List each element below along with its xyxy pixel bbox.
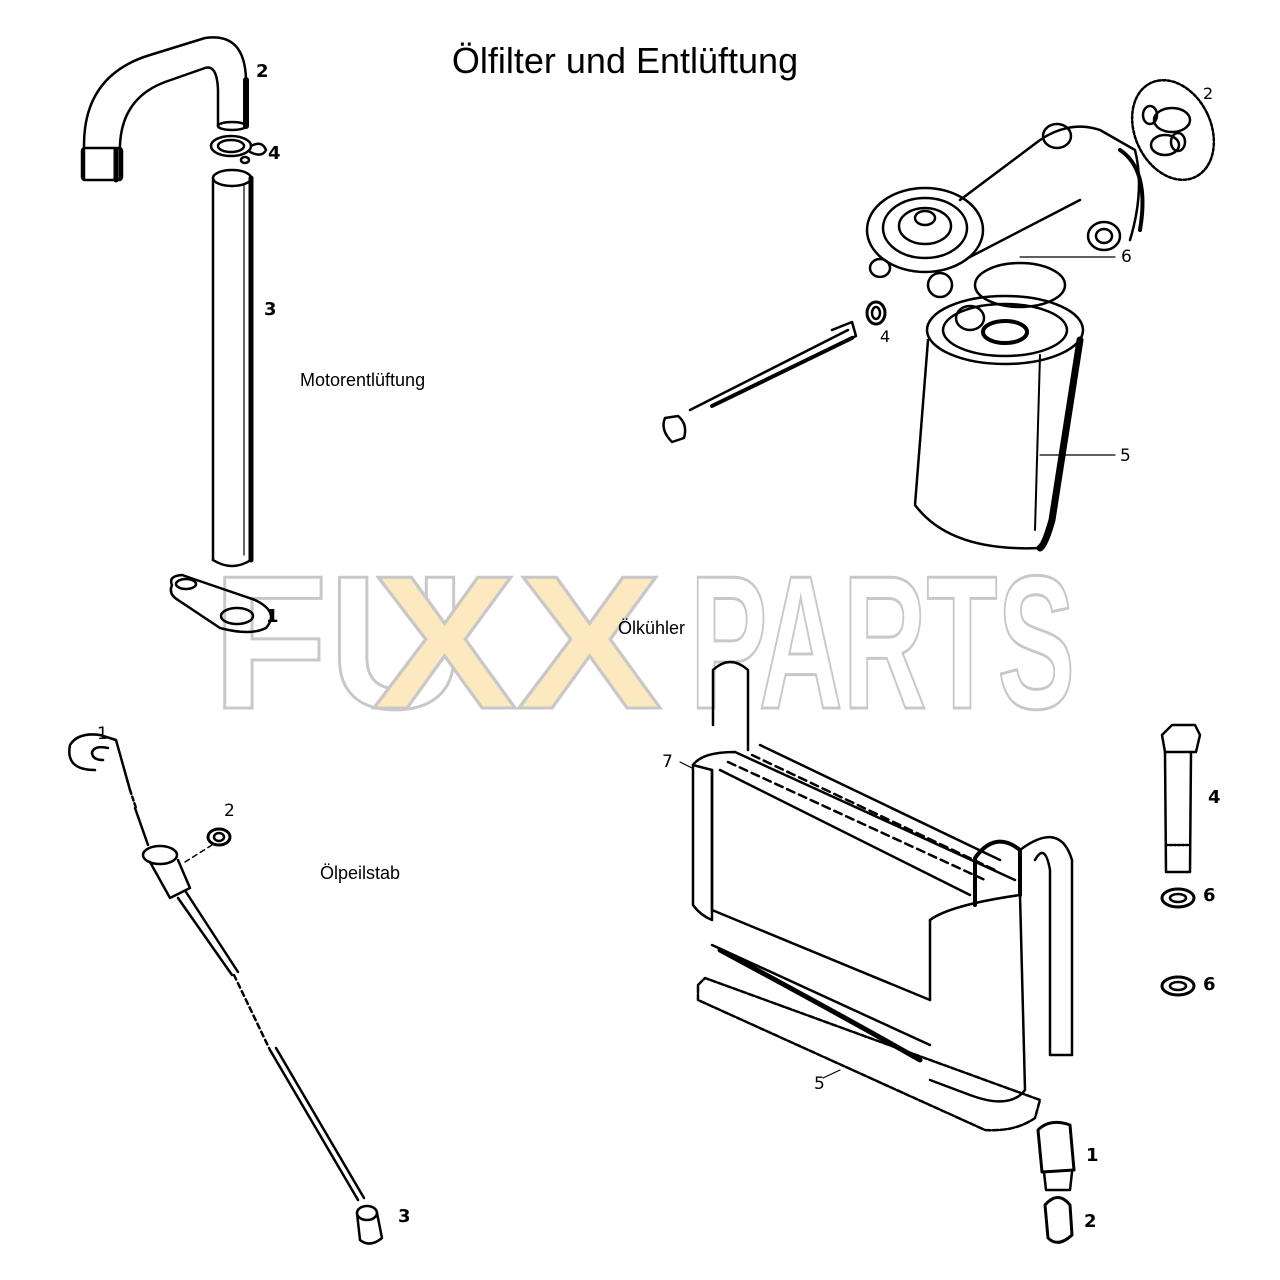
- callout-hex-fitting: 1: [1086, 1145, 1099, 1166]
- group-label-oelpeilstab: Ölpeilstab: [320, 863, 401, 883]
- filter-head-housing[interactable]: [865, 122, 1145, 332]
- callout-dipstick-cap: 3: [398, 1206, 411, 1227]
- page-title: Ölfilter und Entlüftung: [451, 40, 799, 81]
- group-label-oelkuehler: Ölkühler: [618, 618, 686, 638]
- washer-6a[interactable]: [1160, 887, 1196, 909]
- callout-gasket-flange: 1: [266, 606, 279, 627]
- breather-pipe[interactable]: [211, 168, 254, 568]
- callout-filter-head: 6: [1121, 247, 1132, 267]
- cooler-gasket[interactable]: [696, 976, 1042, 1132]
- callout-filter-cartridge: 5: [1120, 446, 1131, 466]
- leader-line-5-cooler: [822, 1069, 841, 1079]
- callout-dipstick-seal: 2: [224, 801, 235, 821]
- callout-breather-pipe: 3: [264, 299, 277, 320]
- long-bolt[interactable]: [662, 320, 858, 444]
- dipstick-seal-ring[interactable]: [206, 827, 232, 847]
- callout-cooler-core: 7: [662, 752, 673, 772]
- breather-hose-bent[interactable]: [80, 36, 249, 183]
- dipstick-seal-leader: [184, 844, 213, 863]
- callout-cone-nipple: 2: [1084, 1211, 1097, 1232]
- group-label-motorentlueftung: Motorentlüftung: [300, 370, 426, 390]
- leader-line-7: [679, 761, 693, 769]
- callout-hex-bolt: 4: [1208, 787, 1221, 808]
- gasket-flange[interactable]: [169, 573, 273, 634]
- oil-filter-cartridge[interactable]: [913, 294, 1085, 552]
- callout-breather-hose: 2: [256, 61, 269, 82]
- callout-cooler-gasket: 5: [814, 1074, 825, 1094]
- dipstick-cap[interactable]: [355, 1204, 384, 1245]
- callout-washer-6b: 6: [1203, 974, 1216, 995]
- washer-small[interactable]: [865, 300, 887, 326]
- oil-cooler-core[interactable]: [691, 660, 1074, 1103]
- callout-washer-6a: 6: [1203, 885, 1216, 906]
- washer-6b[interactable]: [1160, 975, 1196, 997]
- hex-fitting[interactable]: [1036, 1120, 1076, 1192]
- dipstick[interactable]: [68, 733, 366, 1202]
- callout-filter-gasket: 2: [1203, 84, 1214, 103]
- callout-hose-clamp: 4: [268, 143, 281, 164]
- callout-filter-washer: 4: [880, 327, 891, 346]
- callout-dipstick: 1: [97, 724, 108, 744]
- hose-clamp[interactable]: [209, 134, 268, 165]
- cone-nipple[interactable]: [1043, 1196, 1074, 1244]
- hex-bolt[interactable]: [1160, 723, 1202, 874]
- filter-gasket[interactable]: [1117, 67, 1230, 193]
